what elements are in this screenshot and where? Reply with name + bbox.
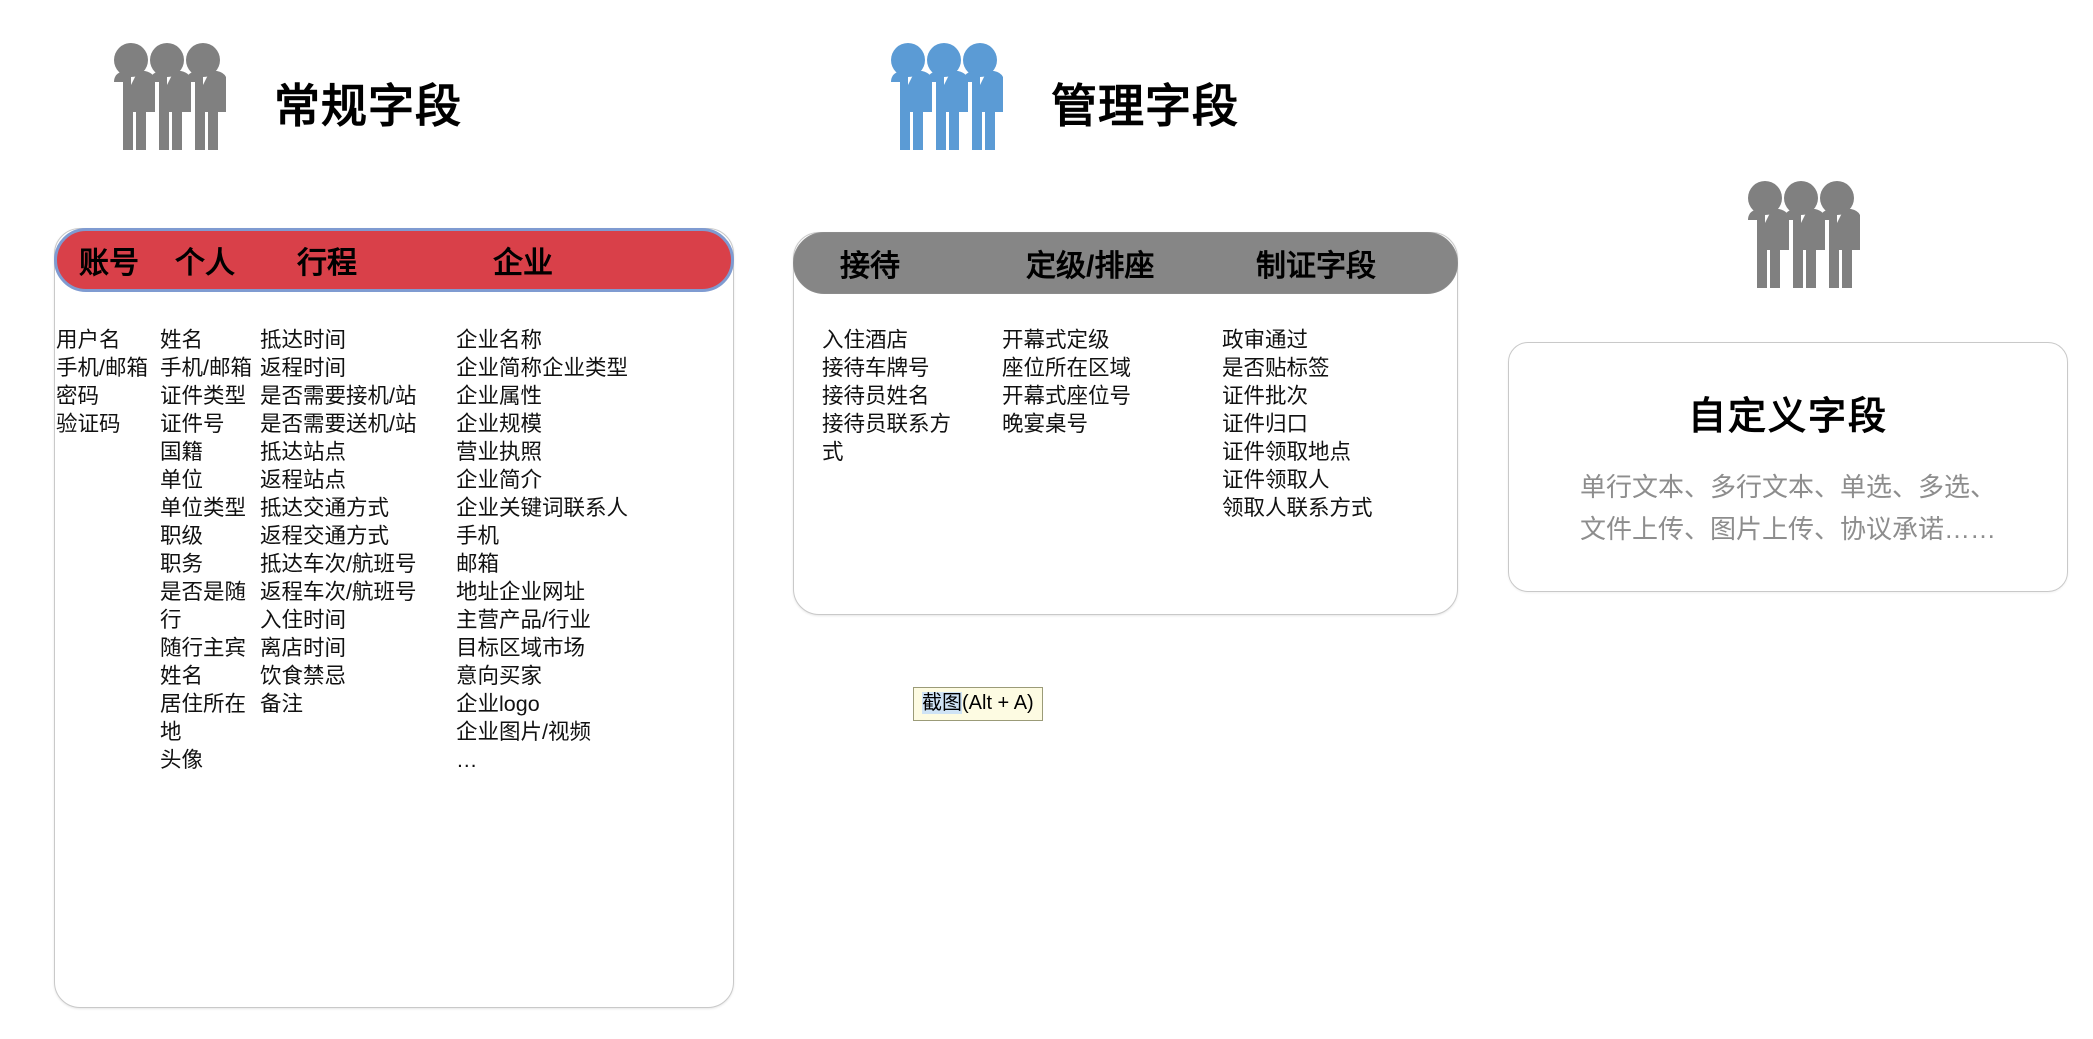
list-item: 企业关键词联系人 bbox=[456, 496, 629, 520]
list-item: 返程时间 bbox=[260, 356, 347, 380]
list-item: 邮箱 bbox=[456, 552, 500, 576]
list-item: 抵达交通方式 bbox=[260, 496, 390, 520]
list-item: 返程车次/航班号 bbox=[260, 580, 417, 604]
list-item: 开幕式座位号 bbox=[1002, 384, 1132, 408]
list-item: 随行主宾姓名 bbox=[160, 636, 247, 688]
list-item: 饮食禁忌 bbox=[260, 664, 347, 688]
panel-title-regular: 常规字段 bbox=[274, 79, 462, 132]
list-item: 地址企业网址 bbox=[456, 580, 586, 604]
list-item: 证件类型 bbox=[160, 384, 247, 408]
list-item: 职级 bbox=[160, 524, 204, 548]
custom-fields-description-line1: 单行文本、多行文本、单选、多选、 bbox=[1579, 471, 1996, 502]
list-item: 政审通过 bbox=[1222, 328, 1309, 352]
column-header-trip: 行程 bbox=[297, 247, 357, 280]
list-item: 抵达站点 bbox=[260, 440, 347, 464]
column-header-account: 账号 bbox=[79, 247, 139, 280]
list-item: 企业规模 bbox=[456, 412, 543, 436]
list-item: 手机/邮箱 bbox=[56, 356, 148, 380]
list-item: 手机 bbox=[456, 524, 500, 548]
column-header-reception: 接待 bbox=[840, 250, 900, 283]
list-item: 是否需要送机/站 bbox=[260, 412, 417, 436]
list-item: 是否贴标签 bbox=[1222, 356, 1330, 380]
column-grading-items: 开幕式定级 座位所在区域 开幕式座位号 晚宴桌号 bbox=[1002, 326, 1202, 522]
custom-fields-description-line2: 文件上传、图片上传、协议承诺…… bbox=[1579, 513, 1996, 544]
list-item: 返程交通方式 bbox=[260, 524, 390, 548]
regular-fields-header-pill: 账号 个人 行程 企业 bbox=[54, 228, 734, 292]
column-account-items: 用户名 手机/邮箱 密码 验证码 bbox=[56, 326, 156, 774]
list-item: 验证码 bbox=[56, 412, 121, 436]
list-item: 备注 bbox=[260, 692, 304, 716]
list-item: 座位所在区域 bbox=[1002, 356, 1132, 380]
list-item: 姓名 bbox=[160, 328, 204, 352]
list-item: 企业logo bbox=[456, 692, 540, 716]
list-item: 居住所在地 bbox=[160, 692, 247, 744]
screenshot-tooltip: 截图(Alt + A) bbox=[913, 687, 1043, 721]
panel-regular-header: 常规字段 bbox=[108, 40, 462, 165]
list-item: 企业简介 bbox=[456, 468, 543, 492]
list-item: 企业简称企业类型 bbox=[456, 356, 629, 380]
list-item: 头像 bbox=[160, 748, 204, 772]
column-company-items: 企业名称 企业简称企业类型 企业属性 企业规模 营业执照 企业简介 企业关键词联… bbox=[456, 326, 636, 774]
column-header-grading: 定级/排座 bbox=[1026, 250, 1155, 283]
list-item: 单位 bbox=[160, 468, 204, 492]
column-header-personal: 个人 bbox=[175, 247, 235, 280]
list-item: 企业图片/视频 bbox=[456, 720, 591, 744]
list-item: 用户名 bbox=[56, 328, 121, 352]
list-item: 目标区域市场 bbox=[456, 636, 586, 660]
list-item: … bbox=[456, 748, 478, 772]
list-item: 企业名称 bbox=[456, 328, 543, 352]
list-item: 证件批次 bbox=[1222, 384, 1309, 408]
list-item: 手机/邮箱 bbox=[160, 356, 252, 380]
list-item: 入住时间 bbox=[260, 608, 347, 632]
panel-management-fields: 管理字段 bbox=[885, 40, 1239, 165]
tooltip-selected-text: 截图 bbox=[922, 692, 962, 714]
list-item: 接待员联系方式 bbox=[822, 412, 952, 464]
list-item: 单位类型 bbox=[160, 496, 247, 520]
management-fields-header-pill: 接待 定级/排座 制证字段 bbox=[793, 232, 1458, 294]
list-item: 是否需要接机/站 bbox=[260, 384, 417, 408]
custom-fields-card: 自定义字段 单行文本、多行文本、单选、多选、 文件上传、图片上传、协议承诺…… bbox=[1508, 342, 2068, 592]
list-item: 是否是随行 bbox=[160, 580, 247, 632]
list-item: 离店时间 bbox=[260, 636, 347, 660]
list-item: 抵达车次/航班号 bbox=[260, 552, 417, 576]
regular-fields-card bbox=[54, 228, 734, 1008]
list-item: 国籍 bbox=[160, 440, 204, 464]
column-header-company: 企业 bbox=[493, 247, 553, 280]
list-item: 接待员姓名 bbox=[822, 384, 930, 408]
list-item: 职务 bbox=[160, 552, 204, 576]
panel-regular-fields: 常规字段 bbox=[108, 40, 462, 165]
people-group-icon bbox=[885, 40, 1004, 165]
list-item: 返程站点 bbox=[260, 468, 347, 492]
panel-title-management: 管理字段 bbox=[1051, 79, 1239, 132]
list-item: 企业属性 bbox=[456, 384, 543, 408]
list-item: 证件归口 bbox=[1222, 412, 1309, 436]
panel-custom-fields bbox=[1742, 178, 1861, 303]
column-trip-items: 抵达时间 返程时间 是否需要接机/站 是否需要送机/站 抵达站点 返程站点 抵达… bbox=[260, 326, 446, 774]
list-item: 入住酒店 bbox=[822, 328, 909, 352]
tooltip-shortcut-text: (Alt + A) bbox=[962, 692, 1034, 714]
column-reception-items: 入住酒店 接待车牌号 接待员姓名 接待员联系方式 bbox=[822, 326, 958, 522]
column-personal-items: 姓名 手机/邮箱 证件类型 证件号 国籍 单位 单位类型 职级 职务 是否是随行… bbox=[160, 326, 252, 774]
list-item: 证件领取地点 bbox=[1222, 440, 1352, 464]
custom-fields-description: 单行文本、多行文本、单选、多选、 文件上传、图片上传、协议承诺…… bbox=[1554, 466, 2022, 550]
list-item: 密码 bbox=[56, 384, 100, 408]
column-header-badge: 制证字段 bbox=[1256, 250, 1376, 283]
list-item: 意向买家 bbox=[456, 664, 543, 688]
list-item: 主营产品/行业 bbox=[456, 608, 591, 632]
list-item: 晚宴桌号 bbox=[1002, 412, 1089, 436]
list-item: 营业执照 bbox=[456, 440, 543, 464]
panel-management-header: 管理字段 bbox=[885, 40, 1239, 165]
people-group-icon bbox=[1742, 178, 1861, 303]
list-item: 证件领取人 bbox=[1222, 468, 1330, 492]
list-item: 证件号 bbox=[160, 412, 225, 436]
custom-fields-title: 自定义字段 bbox=[1687, 395, 1888, 438]
list-item: 领取人联系方式 bbox=[1222, 496, 1373, 520]
people-group-icon bbox=[108, 40, 227, 165]
list-item: 抵达时间 bbox=[260, 328, 347, 352]
list-item: 开幕式定级 bbox=[1002, 328, 1110, 352]
column-badge-items: 政审通过 是否贴标签 证件批次 证件归口 证件领取地点 证件领取人 领取人联系方… bbox=[1222, 326, 1432, 522]
regular-fields-columns: 用户名 手机/邮箱 密码 验证码 姓名 手机/邮箱 证件类型 证件号 国籍 单位… bbox=[56, 326, 732, 774]
list-item: 接待车牌号 bbox=[822, 356, 930, 380]
management-fields-columns: 入住酒店 接待车牌号 接待员姓名 接待员联系方式 开幕式定级 座位所在区域 开幕… bbox=[822, 326, 1458, 522]
